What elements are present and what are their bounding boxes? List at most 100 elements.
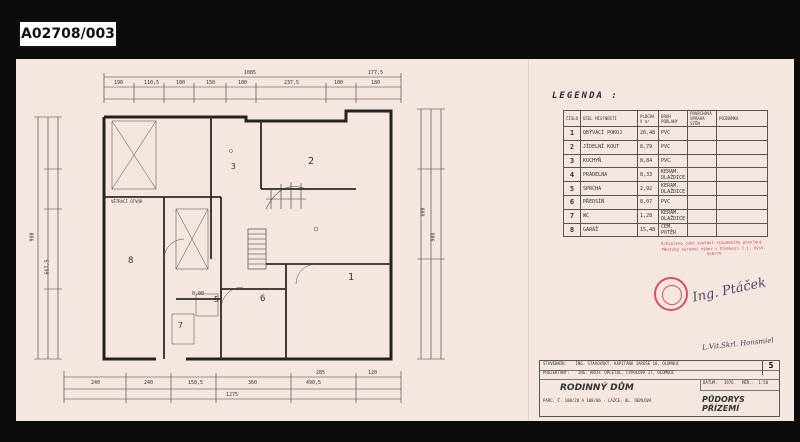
- legend-note: [716, 153, 769, 169]
- dim-top-a: 190: [114, 80, 124, 86]
- legend-area: 8,84: [637, 153, 660, 169]
- dim-top-d: 150: [206, 80, 216, 86]
- legend-wall: [687, 153, 718, 169]
- legend-floor: PVC: [658, 126, 689, 141]
- legend-header: ČÍSLO: [562, 110, 582, 127]
- date-scale-box: DATUM: 1976 MĚŘ.: 1:50: [700, 380, 779, 391]
- legend-area: 15,48: [637, 222, 660, 238]
- archive-id-label: A02708/003: [18, 20, 118, 48]
- legend-floor: KERAM. DLAŽDICE: [658, 181, 689, 196]
- dim-top-c: 100: [176, 80, 186, 86]
- legend-number: 8: [562, 222, 582, 238]
- legend-number: 4: [562, 167, 582, 183]
- dim-top-g: 100: [334, 80, 344, 86]
- legend-row: 7 WC 1,28 KERAM. DLAŽDICE: [562, 208, 769, 224]
- legend-note: [716, 208, 769, 224]
- legend-header: PLOCHA V m²: [637, 110, 660, 127]
- area-annotation: 0,00: [192, 291, 205, 297]
- approval-stamp: Schvaleno jako součást stavebního povole…: [660, 239, 767, 257]
- legend-room-name: JÍDELNÍ KOUT: [580, 139, 639, 155]
- legend-row: 1 OBÝVACÍ POKOJ 26,48 PVC: [562, 126, 769, 141]
- legend-wall: [687, 167, 718, 183]
- legend-header-row: ČÍSLO ÚČEL MÍSTNOSTI PLOCHA V m² DRUH PO…: [562, 110, 769, 127]
- legend-note: [716, 139, 769, 155]
- legend-wall: [687, 181, 718, 196]
- legend-wall: [687, 194, 718, 210]
- dim-top-total: 1085: [244, 70, 257, 76]
- round-seal-icon: [654, 277, 688, 311]
- investor-row: STAVEBNÍK: ING. STAVOVSKÝ, KAPITÁNA JARO…: [540, 361, 779, 371]
- date-value: 1976: [723, 380, 734, 385]
- legend-room-name: WC: [580, 208, 639, 224]
- legend-number: 5: [562, 181, 582, 196]
- legend-room-name: SPRCHA: [580, 181, 639, 196]
- legend-area: 1,28: [637, 208, 660, 224]
- legend-note: [716, 126, 769, 141]
- sheet-number: 5: [762, 361, 779, 375]
- legend-row: 3 KUCHYŇ 8,84 PVC: [562, 153, 769, 169]
- designer-label: PROJEKTANT:: [543, 370, 570, 375]
- legend-area: 8,07: [637, 194, 660, 210]
- dim-bottom-c: 150,5: [188, 380, 204, 386]
- legend-area: 26,48: [637, 126, 660, 141]
- legend-wall: [687, 208, 718, 224]
- legend-header: POVRCHOVÁ ÚPRAVA STĚN: [687, 110, 718, 127]
- legend-room-name: OBÝVACÍ POKOJ: [580, 126, 639, 141]
- legend-floor: KERAM. DLAŽDICE: [658, 167, 689, 183]
- investor-value: ING. STAVOVSKÝ, KAPITÁNA JAROŠE 18, OLOM…: [575, 361, 680, 366]
- dim-bottom-d: 360: [248, 380, 258, 386]
- document-title: RODINNÝ DŮM: [560, 383, 634, 393]
- floor-plan-drawing: [34, 73, 445, 403]
- dim-top-e: 100: [238, 80, 248, 86]
- dim-top-right: 177,5: [368, 70, 384, 76]
- legend-note: [716, 222, 769, 238]
- legend-number: 7: [562, 208, 582, 224]
- legend-floor: PVC: [658, 153, 689, 169]
- legend-area: 8,33: [637, 167, 660, 183]
- dim-left-total: 980: [29, 232, 36, 242]
- parcel-info: PARC. Č. 108/20 A 108/06 - LAZCE, ÚL. DE…: [543, 398, 652, 403]
- legend-note: [716, 167, 769, 183]
- dim-right-a: 600: [420, 207, 427, 217]
- dim-bottom-a: 240: [91, 380, 101, 386]
- scale-label: MĚŘ.:: [741, 380, 754, 385]
- legend-wall: [687, 126, 718, 141]
- legend-note: [716, 181, 769, 196]
- legend-row: 8 GARÁŽ 15,48 CEM. POTĚR: [562, 222, 769, 238]
- legend-wall: [687, 222, 718, 238]
- room-label-8: 8: [128, 256, 134, 266]
- legend-row: 4 PRÁDELNA 8,33 KERAM. DLAŽDICE: [562, 167, 769, 183]
- title-block: STAVEBNÍK: ING. STAVOVSKÝ, KAPITÁNA JARO…: [539, 360, 780, 417]
- dim-bottom-b: 240: [144, 380, 154, 386]
- legend-header: ÚČEL MÍSTNOSTI: [580, 110, 639, 127]
- scale-value: 1:50: [758, 380, 769, 385]
- room-label-6: 6: [260, 294, 266, 304]
- date-label: DATUM:: [703, 380, 718, 385]
- legend-number: 1: [562, 126, 582, 141]
- legend-number: 2: [562, 139, 582, 155]
- legend-floor: PVC: [658, 139, 689, 155]
- legend-floor: CEM. POTĚR: [658, 222, 689, 238]
- dim-right-total: 908: [430, 232, 437, 242]
- dim-bottom-total: 1275: [226, 392, 239, 398]
- paper-fold-line: [528, 59, 529, 421]
- investor-label: STAVEBNÍK:: [543, 361, 568, 366]
- dim-bottom-f: 285: [316, 370, 326, 376]
- dim-top-h: 180: [371, 80, 381, 86]
- legend-wall: [687, 139, 718, 155]
- legend-area: 8,79: [637, 139, 660, 155]
- legend-note: [716, 194, 769, 210]
- legend-floor: PVC: [658, 194, 689, 210]
- legend-room-name: PRÁDELNA: [580, 167, 639, 183]
- legend-header: POZNÁMKA: [716, 110, 769, 127]
- legend-room-name: PŘEDSÍŇ: [580, 194, 639, 210]
- legend-floor: KERAM. DLAŽDICE: [658, 208, 689, 224]
- drawing-name: PŮDORYS PŘÍZEMÍ: [702, 395, 745, 413]
- legend-table: ČÍSLO ÚČEL MÍSTNOSTI PLOCHA V m² DRUH PO…: [562, 110, 769, 238]
- legend-row: 5 SPRCHA 2,92 KERAM. DLAŽDICE: [562, 181, 769, 196]
- dim-top-b: 110,5: [144, 80, 160, 86]
- legend-header: DRUH PODLAHY: [658, 110, 689, 127]
- room-label-5: 5: [214, 295, 219, 304]
- room-label-7: 7: [178, 321, 183, 330]
- legend-number: 6: [562, 194, 582, 210]
